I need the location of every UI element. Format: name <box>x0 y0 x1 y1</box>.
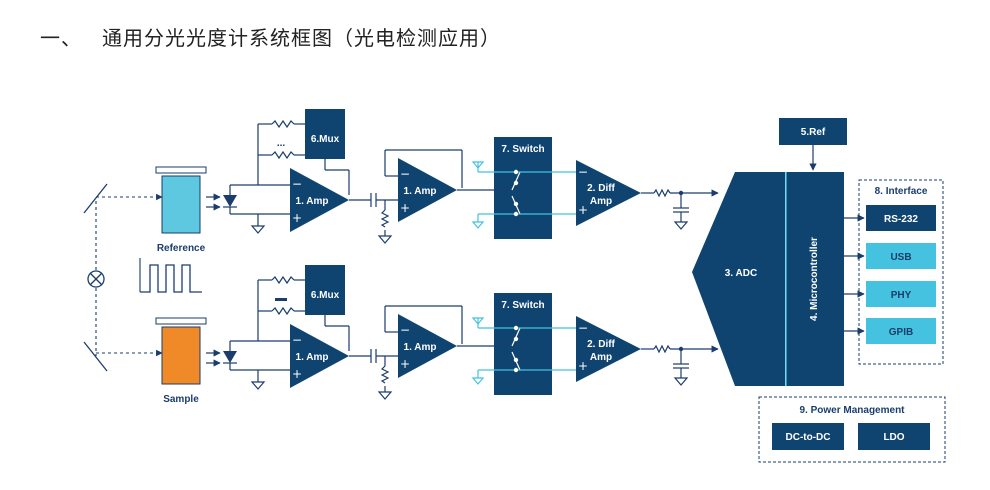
amp-label: 1. Amp <box>296 352 329 363</box>
reference-cuvette <box>155 166 207 234</box>
sample-cuvette <box>155 317 207 385</box>
dc-dc-label: DC-to-DC <box>786 432 831 443</box>
light-source-icon <box>87 270 105 288</box>
gpib-label: GPIB <box>889 327 913 338</box>
diff-amp-label: Amp <box>590 196 612 207</box>
section-number: 一、 <box>40 26 82 50</box>
ldo-label: LDO <box>883 432 904 443</box>
plus-sign: + <box>578 359 588 373</box>
plus-sign: + <box>400 201 410 215</box>
chopper-pulse-icon <box>140 264 202 293</box>
plus-sign: + <box>292 211 302 225</box>
ldo-block <box>858 423 930 450</box>
minus-sign: − <box>400 167 410 181</box>
interface-title: 8. Interface <box>875 186 928 197</box>
microcontroller-label: 4. Microcontroller <box>809 237 820 321</box>
section-title: 通用分光光度计系统框图（光电检测应用） <box>102 26 501 50</box>
minus-sign: − <box>400 323 410 337</box>
mux-label: 6.Mux <box>311 290 340 301</box>
mux-dash <box>275 298 287 301</box>
plus-sign: + <box>578 203 588 217</box>
usb-label: USB <box>890 252 911 263</box>
mux-dots: ... <box>277 138 286 149</box>
minus-sign: − <box>578 321 588 335</box>
adc-block <box>692 172 785 386</box>
minus-sign: − <box>292 333 302 347</box>
switch-label: 7. Switch <box>501 300 544 311</box>
minus-sign: − <box>578 165 588 179</box>
adc-label: 3. ADC <box>725 268 757 279</box>
reference-channel <box>206 109 718 243</box>
dc-dc-block <box>772 423 844 450</box>
power-management-title: 9. Power Management <box>799 405 905 416</box>
plus-sign: + <box>400 357 410 371</box>
diff-amp-label: 2. Diff <box>587 339 615 350</box>
power-management-group <box>758 396 946 463</box>
minus-sign: − <box>292 177 302 191</box>
optical-path <box>83 183 163 372</box>
sample-label: Sample <box>163 394 199 405</box>
amp-label: 1. Amp <box>296 196 329 207</box>
diff-amp-label: 2. Diff <box>587 183 615 194</box>
phy-label: PHY <box>891 290 912 301</box>
mux-label: 6.Mux <box>311 134 340 145</box>
amp-label: 1. Amp <box>404 186 437 197</box>
page-title: 一、通用分光光度计系统框图（光电检测应用） <box>40 22 501 51</box>
rs232-label: RS-232 <box>884 214 918 225</box>
ref-label: 5.Ref <box>801 127 826 138</box>
interface-group <box>858 179 944 365</box>
plus-sign: + <box>292 367 302 381</box>
gpib-block <box>866 318 936 344</box>
sample-channel <box>206 265 718 399</box>
phy-block <box>866 281 936 307</box>
switch-label: 7. Switch <box>501 144 544 155</box>
reference-label: Reference <box>157 243 206 254</box>
rs232-block <box>866 205 936 231</box>
microcontroller-block <box>786 172 844 386</box>
amp-label: 1. Amp <box>404 342 437 353</box>
ref-block <box>779 118 847 145</box>
usb-block <box>866 243 936 269</box>
diff-amp-label: Amp <box>590 352 612 363</box>
